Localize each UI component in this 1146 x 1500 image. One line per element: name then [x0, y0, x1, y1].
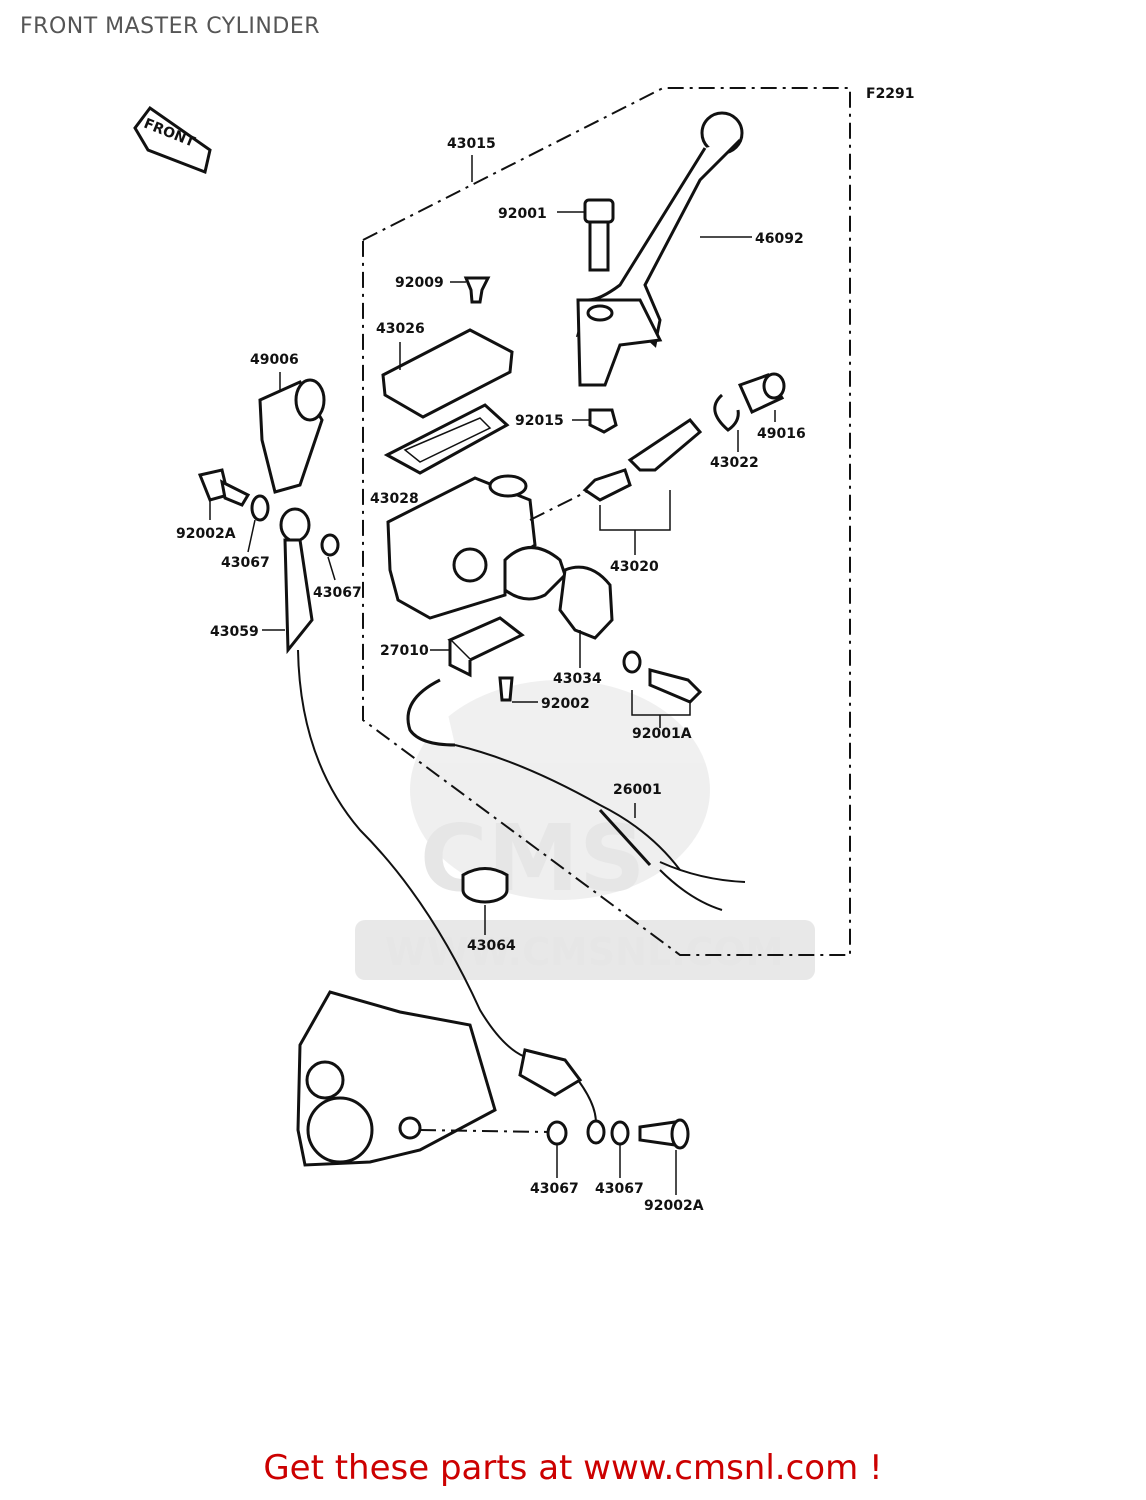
banjo-fitting-lower: [586, 1119, 606, 1145]
figure-code: F2291: [866, 86, 915, 102]
label-92002: 92002: [541, 696, 590, 712]
label-46092: 46092: [755, 231, 804, 247]
brake-caliper: [296, 990, 549, 1167]
watermark-logo: CMS: [420, 805, 645, 912]
parts-diagram: CMS WWW.CMSNL.COM F2291 FRONT: [133, 86, 915, 1214]
label-43067-a: 43067: [221, 555, 270, 571]
sealing-washer-upper-b: [320, 533, 340, 557]
label-92015: 92015: [515, 413, 564, 429]
switch-wiring: [406, 678, 746, 911]
reservoir-diaphragm: [383, 403, 510, 475]
label-92001: 92001: [498, 206, 547, 222]
brake-hose: [262, 507, 541, 1061]
label-49006: 49006: [250, 352, 299, 368]
label-92009: 92009: [395, 275, 444, 291]
cap-screw: [450, 276, 491, 304]
label-43022: 43022: [710, 455, 759, 471]
label-27010: 27010: [380, 643, 429, 659]
label-92002A-upper: 92002A: [176, 526, 236, 542]
label-43067-c: 43067: [530, 1181, 579, 1197]
pivot-nut: [572, 408, 618, 434]
watermark-url-bar: [355, 920, 815, 980]
label-92002A-lower: 92002A: [644, 1198, 704, 1214]
label-43034: 43034: [553, 671, 602, 687]
handlebar-clamp: [503, 546, 614, 668]
shop-link-banner[interactable]: Get these parts at www.cmsnl.com !: [263, 1448, 883, 1488]
grommet: [461, 867, 509, 935]
sealing-washer-lower-b: [610, 1120, 630, 1146]
label-43020: 43020: [610, 559, 659, 575]
lever-pivot-body: [576, 298, 663, 387]
label-43026: 43026: [376, 321, 425, 337]
banjo-bolt-upper: [197, 468, 251, 520]
label-43015: 43015: [447, 136, 496, 152]
label-49016: 49016: [757, 426, 806, 442]
leader-43067-b: [327, 556, 336, 581]
piston-kit: [582, 418, 703, 555]
brake-lever: [575, 111, 752, 348]
watermark-helmet-shape: [410, 680, 710, 900]
circlip: [713, 393, 740, 452]
watermark-url: WWW.CMSNL.COM: [385, 930, 784, 974]
label-92001A: 92001A: [632, 726, 692, 742]
hose-lower-end: [518, 1048, 597, 1131]
banjo-bolt-lower: [638, 1118, 690, 1195]
sealing-washer-lower-a: [546, 1120, 568, 1146]
master-cylinder-body: [386, 474, 591, 620]
switch-screw: [498, 676, 538, 703]
front-direction-marker: FRONT: [133, 105, 212, 175]
label-43028: 43028: [370, 491, 419, 507]
pivot-bolt: [557, 198, 615, 272]
leader-43067-a: [247, 519, 256, 553]
reservoir-cap: [381, 328, 514, 419]
label-43067-b: 43067: [313, 585, 362, 601]
cms-watermark: CMS WWW.CMSNL.COM: [355, 680, 815, 980]
dust-boot: [737, 372, 786, 422]
clamp-bolt: [622, 650, 703, 728]
master-cylinder-assembly-outline: [362, 87, 851, 956]
sealing-washer-upper-a: [250, 494, 270, 522]
label-26001: 26001: [613, 782, 662, 798]
page-title: FRONT MASTER CYLINDER: [20, 14, 321, 39]
label-43064: 43064: [467, 938, 516, 954]
label-43059: 43059: [210, 624, 259, 640]
hose-cover: [258, 372, 326, 494]
label-43067-d: 43067: [595, 1181, 644, 1197]
brake-light-switch: [430, 616, 525, 678]
